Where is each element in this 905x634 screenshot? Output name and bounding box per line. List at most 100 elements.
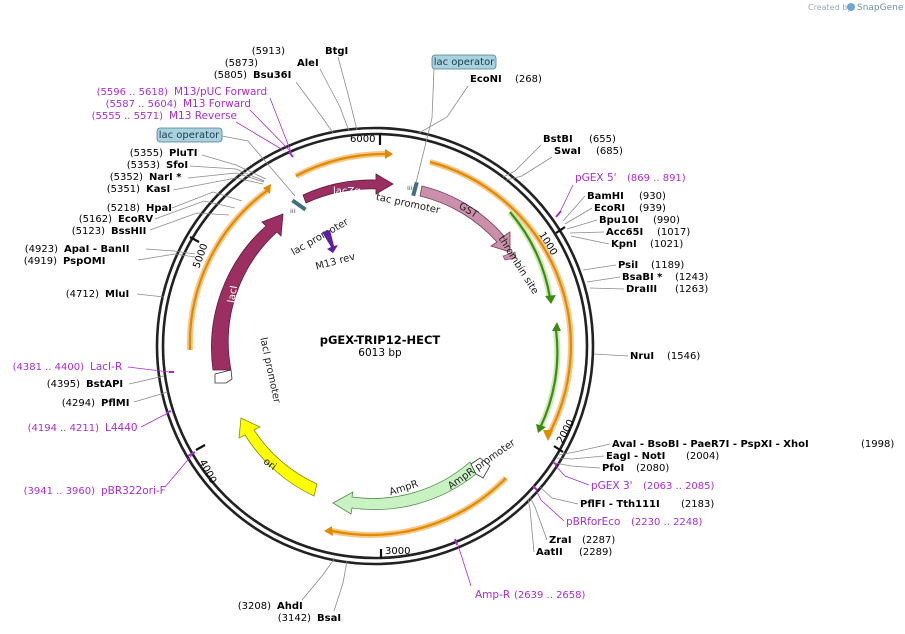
hatch-mark: ⁞⁞⁞	[290, 208, 296, 215]
ampr-feature	[332, 461, 477, 515]
laci-promoter-label: lacI promoter	[257, 336, 282, 405]
leader-line	[570, 235, 610, 245]
primer-pos: (5596 .. 5618)	[97, 87, 169, 98]
site-pos: (268)	[515, 74, 542, 85]
site-name: PflMI	[101, 398, 129, 409]
leader-line	[569, 231, 605, 234]
site-pos: (4395)	[47, 379, 80, 390]
leader-line	[337, 56, 358, 131]
site-pos: (655)	[589, 134, 616, 145]
site-pos: (5162)	[79, 214, 112, 225]
site-pos: (4294)	[62, 398, 95, 409]
leader-line	[301, 557, 336, 601]
site-pos: (5353)	[127, 160, 160, 171]
site-name: PflFI - Tth111I	[580, 499, 660, 510]
tick-label-4000: 4000	[197, 458, 219, 486]
site-pos: (1243)	[675, 272, 708, 283]
primer-name: pGEX 5'	[575, 172, 617, 184]
lacza-label: lacZα	[333, 186, 361, 197]
site-pos: (930)	[639, 191, 666, 202]
lac-promoter-label: lac promoter	[290, 216, 352, 258]
backbone-outer-ring	[155, 126, 595, 566]
leader-line	[556, 455, 605, 460]
primer-leader	[164, 454, 193, 488]
site-pos: (939)	[639, 203, 666, 214]
tick-label-6000: 6000	[350, 134, 375, 145]
site-pos: (5123)	[72, 226, 105, 237]
laci-label: lacI	[226, 285, 240, 304]
laci-promoter-arrow	[214, 369, 233, 384]
credit-prefix: Created by	[808, 3, 852, 12]
site-name: AhdI	[277, 601, 303, 612]
green-arrowhead	[536, 424, 546, 433]
lac-operator-box-label	[156, 127, 223, 143]
lac-operator-box-label	[431, 54, 497, 70]
site-pos: (2287)	[582, 535, 615, 546]
primer-pos: (4381 .. 4400)	[13, 362, 85, 373]
leader-line	[187, 172, 265, 183]
site-name: Bpu10I	[599, 215, 639, 226]
green-arrowhead	[545, 295, 556, 304]
tick-label-2000: 2000	[555, 418, 577, 446]
green-orf-arcs	[507, 210, 561, 430]
leader-line	[171, 191, 243, 209]
orf-arrowhead	[324, 526, 333, 536]
leader-line	[554, 462, 601, 469]
site-pos: (2080)	[636, 463, 669, 474]
site-name: EcoRI	[594, 203, 625, 214]
site-name: MluI	[105, 289, 129, 300]
site-pos: (4919)	[24, 256, 57, 267]
site-name: BssHII	[111, 226, 146, 237]
gst-feature	[419, 185, 511, 253]
site-name: ApaI - BanII	[64, 244, 129, 255]
site-name: KasI	[146, 184, 170, 195]
leader-line	[593, 353, 629, 357]
site-pos: (3142)	[278, 613, 311, 624]
primer-pos: (5555 .. 5571)	[92, 111, 164, 122]
site-pos: (2004)	[686, 451, 719, 462]
site-name: SwaI	[554, 146, 581, 157]
site-pos: (5218)	[107, 203, 140, 214]
site-name: AvaI - BsoBI - PaeR7I - PspXI - XhoI	[612, 439, 809, 450]
green-arrowhead	[552, 322, 561, 331]
plasmid-name: pGEX-TRIP12-HECT	[320, 333, 441, 347]
site-name: NarI *	[149, 172, 182, 183]
leader-line	[319, 68, 350, 132]
leader-line	[505, 156, 553, 181]
site-pos: (2183)	[681, 499, 714, 510]
primer-pos: (2063 .. 2085)	[643, 481, 715, 492]
primer-name: M13 Forward	[183, 98, 251, 110]
primer-leader	[534, 487, 565, 522]
thrombin-site-feature	[502, 251, 517, 261]
primer-name: M13 Reverse	[169, 110, 237, 122]
leader-line	[201, 154, 267, 180]
leader-line	[221, 135, 296, 197]
site-name: KpnI	[611, 239, 637, 250]
site-pos: (1021)	[650, 239, 683, 250]
site-pos: (3208)	[238, 601, 271, 612]
leader-line	[137, 253, 196, 261]
tick-marks	[189, 134, 566, 558]
leader-line	[566, 219, 598, 230]
leader-line	[128, 375, 165, 385]
site-pos: (2289)	[579, 547, 612, 558]
primer-leader	[554, 464, 590, 486]
lac-operator-left-label: lac operator	[159, 130, 220, 141]
site-name: EagI - NotI	[606, 451, 665, 462]
primer-pos: (869 .. 891)	[627, 173, 686, 184]
site-pos: (1998)	[861, 439, 894, 450]
primer-pos: (3941 .. 3960)	[24, 486, 96, 497]
leader-line	[418, 85, 469, 134]
primer-leader	[235, 121, 284, 151]
site-name: HpaI	[146, 203, 172, 214]
site-pos: (5873)	[225, 58, 258, 69]
primer-pos: (5587 .. 5604)	[106, 99, 178, 110]
primer-name: L4440	[105, 422, 138, 434]
tick-label-3000: 3000	[385, 546, 410, 557]
lacza-feature	[302, 173, 394, 204]
leader-line	[333, 560, 348, 612]
primer-name: pBRforEco	[566, 516, 620, 528]
primer-pos: (2230 .. 2248)	[631, 517, 703, 528]
orf-arcs	[186, 150, 574, 538]
site-pos: (1017)	[657, 227, 690, 238]
